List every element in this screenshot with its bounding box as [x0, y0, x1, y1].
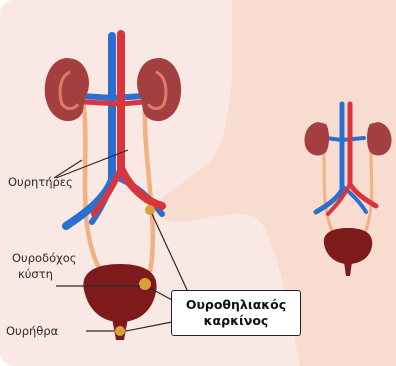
tumor-ureter — [145, 205, 155, 215]
small-renal-veins — [326, 138, 364, 140]
renal-vein-right — [112, 96, 144, 98]
right-kidney — [137, 58, 181, 121]
label-bladder-line2: κύστη — [18, 267, 53, 281]
tumor-urethra — [115, 326, 125, 336]
callout-line2: καρκίνος — [204, 313, 269, 329]
renal-vein-left — [82, 96, 112, 98]
renal-artery-right — [121, 102, 144, 104]
callout-line1: Ουροθηλιακός — [186, 297, 286, 313]
label-bladder-line1: Ουροδόχος — [12, 251, 77, 265]
label-urethra: Ουρήθρα — [6, 324, 59, 338]
urothelial-cancer-callout: Ουροθηλιακός καρκίνος — [171, 290, 301, 336]
tumor-bladder — [139, 278, 151, 290]
label-ureters: Ουρητήρες — [8, 175, 73, 189]
renal-artery-left — [84, 102, 121, 104]
left-kidney — [45, 58, 89, 121]
